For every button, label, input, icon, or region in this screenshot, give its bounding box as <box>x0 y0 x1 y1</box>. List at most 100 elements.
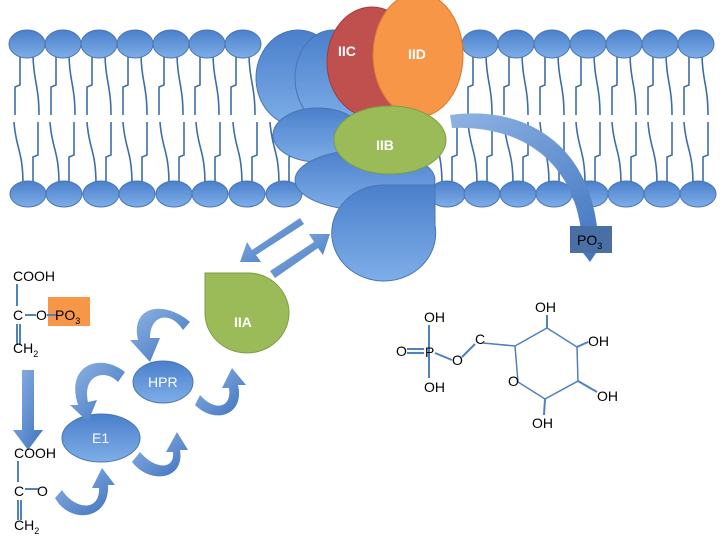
lipid-tail <box>141 122 148 185</box>
lipid-head <box>80 29 118 59</box>
phosphoenolpyruvate: COOH C O PO3 CH2 <box>13 268 90 359</box>
lipid-head <box>116 29 154 59</box>
lipid-tail <box>611 121 622 186</box>
lipid-tail <box>521 51 529 116</box>
lipid-tail <box>665 51 673 116</box>
lipid-head <box>605 29 643 59</box>
lipid-tail <box>594 122 601 185</box>
conversion-arrow-down <box>13 370 43 450</box>
exchange-arrow-out <box>270 234 330 278</box>
lipid-tail <box>230 52 237 115</box>
lipid-tail <box>451 122 458 185</box>
lipid-tail <box>86 121 97 186</box>
lipid-head <box>152 29 190 59</box>
pep-ch2: CH2 <box>13 340 38 359</box>
lipid-tail <box>503 52 510 115</box>
c6-carbon: C <box>475 331 485 347</box>
iid-label: IID <box>408 46 426 62</box>
lipid-tail <box>539 52 546 115</box>
lipid-tail <box>647 121 658 186</box>
lipid-head <box>535 180 573 208</box>
cycle-arrows <box>13 308 246 516</box>
lipid-tail <box>611 52 618 115</box>
pep-po3: PO3 <box>55 307 80 326</box>
lipid-head <box>82 180 120 208</box>
lipid-bilayer <box>8 29 717 208</box>
pep-c: C <box>13 307 23 323</box>
lipid-tail <box>32 122 39 185</box>
lipid-head <box>677 29 715 59</box>
pyruvate-o: O <box>37 483 48 499</box>
lipid-tail <box>251 122 258 185</box>
lipid-tail <box>485 51 493 116</box>
lipid-tail <box>194 52 201 115</box>
lipid-tail <box>14 52 21 115</box>
lipid-tail <box>467 121 478 186</box>
lipid-tail <box>68 51 76 116</box>
lipid-tail <box>68 122 75 185</box>
lipid-tail <box>683 52 690 115</box>
lipid-head <box>497 29 535 59</box>
lipid-tail <box>557 51 565 116</box>
iib-label: IIB <box>376 137 394 153</box>
lipid-tail <box>575 121 586 186</box>
lipid-tail <box>104 51 112 116</box>
hydroxyl-2: OH <box>588 333 609 349</box>
lipid-tail <box>214 122 221 185</box>
lipid-head <box>643 180 681 208</box>
pep-cooh: COOH <box>13 268 55 284</box>
curved-arrow-2 <box>70 362 125 422</box>
lipid-head <box>499 180 537 208</box>
hydroxyl-1: OH <box>535 299 556 315</box>
lipid-head <box>463 180 501 208</box>
lipid-tail <box>140 51 148 116</box>
lipid-head <box>44 29 82 59</box>
curved-arrow-5 <box>55 468 115 516</box>
lipid-tail <box>158 52 165 115</box>
lipid-tail <box>701 51 709 116</box>
lipid-head <box>569 29 607 59</box>
phosphate-p: P <box>425 344 434 360</box>
hpr-label: HPR <box>148 374 178 390</box>
lipid-head <box>188 29 226 59</box>
lipid-tail <box>122 121 133 186</box>
lipid-tail <box>122 52 129 115</box>
curved-arrow-4 <box>132 432 188 477</box>
lipid-tail <box>159 121 170 186</box>
lipid-tail <box>195 121 206 186</box>
hydroxyl-4: OH <box>532 415 553 431</box>
lipid-head <box>155 180 193 208</box>
lipid-head <box>641 29 679 59</box>
lipid-tail <box>666 122 673 185</box>
lipid-tail <box>647 52 654 115</box>
iia-binding-domain <box>331 184 437 282</box>
lipid-head <box>679 180 717 208</box>
lipid-tail <box>629 51 637 116</box>
lipid-head <box>224 29 262 59</box>
hydroxyl-3: OH <box>597 388 618 404</box>
lipid-tail <box>49 121 60 186</box>
lipid-tail <box>630 122 637 185</box>
iic-label: IIC <box>338 43 356 59</box>
lipid-head <box>9 180 47 208</box>
lipid-head <box>191 180 229 208</box>
lipid-head <box>533 29 571 59</box>
exchange-arrow-in <box>240 218 304 262</box>
pep-phosphate-box <box>48 297 90 326</box>
lipid-head <box>607 180 645 208</box>
sugar-6-phosphate: OH OH O P O C O OH OH OH OH <box>396 299 618 431</box>
phosphate-oh-top: OH <box>424 309 445 325</box>
lipid-tail <box>269 121 280 186</box>
lipid-tail <box>86 52 93 115</box>
lipid-tail <box>13 121 24 186</box>
iib-domain <box>333 105 447 175</box>
lipid-head <box>265 180 303 208</box>
lipid-tail <box>467 52 474 115</box>
iia-label: IIA <box>234 314 252 330</box>
transporter-complex: IIC IID IIB <box>255 0 464 282</box>
lipid-head <box>45 180 83 208</box>
lipid-head <box>8 29 46 59</box>
lipid-tail <box>32 51 40 116</box>
lipid-tail <box>50 52 57 115</box>
